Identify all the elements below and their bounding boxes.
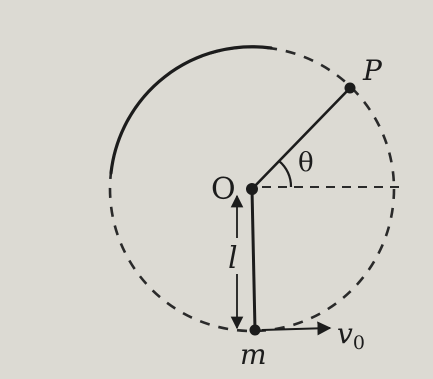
label-velocity-main: v [337,317,353,350]
label-mass: m [240,338,267,371]
solid-arc [109,45,273,175]
length-label-gap [226,238,248,274]
mass-dot [249,324,261,336]
label-o: O [211,172,236,207]
label-length: l [228,241,238,276]
string-to-p [251,87,351,190]
label-velocity: v0 [337,317,365,354]
angle-theta-arc [278,160,293,188]
label-velocity-subscript: 0 [353,332,365,354]
string-to-m [250,188,257,331]
label-p: P [362,54,383,87]
velocity-arrow [261,321,332,336]
point-p-dot [344,82,356,94]
label-theta: θ [298,148,314,178]
pivot-point-o [246,183,258,195]
